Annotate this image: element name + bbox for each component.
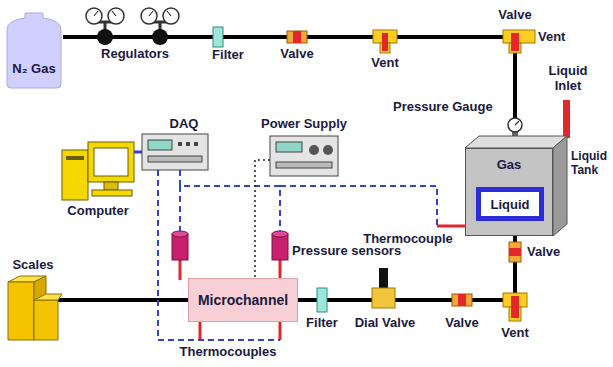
component-label: DAQ [170,117,199,132]
tank-side-face [553,136,567,236]
pipe-connector [63,37,515,148]
vent-symbol [503,293,527,321]
regulator-symbol [86,8,124,45]
component-label: Valve [498,8,531,23]
component-label: Valve [445,316,478,331]
tank-top-face [465,136,567,148]
component-label: Dial Valve [355,316,416,331]
daq-illustration [142,134,208,170]
power-supply-illustration [270,136,338,176]
component-label: Filter [306,316,338,331]
signal-wire [158,170,437,340]
liquid-region: Liquid [476,187,544,221]
valve-symbol [287,31,307,43]
cylinder-outline [5,10,63,90]
scales-illustration [8,276,62,340]
node-text: Liquid [491,197,530,212]
component-label: Scales [12,258,53,273]
thermocouple-wire [279,320,282,340]
pressure-gauge-symbol [508,118,522,138]
component-label: Thermocouples [180,345,277,360]
component-label: Vent [538,30,565,45]
dial-valve-symbol [372,268,395,308]
valve-symbol [509,242,521,262]
pressure-sensor-symbol [272,231,288,280]
component-label: Liquid Inlet [543,64,593,94]
valve-symbol [452,294,472,306]
node-text: Microchannel [198,292,288,308]
component-label: Pressure Gauge [393,100,493,115]
component-label: Pressure sensors [292,244,401,259]
component-label: Vent [371,56,398,71]
microchannel-box: Microchannel [188,278,298,322]
liquid-inlet-pipe [563,100,570,138]
filter-symbol [317,288,327,312]
node-text: Gas [497,157,522,172]
component-label: Valve [280,47,313,62]
thermocouple-wire [199,320,202,340]
vent-symbol [373,30,397,53]
gas-cylinder: N₂ Gas [5,10,63,90]
pressure-sensor-symbol [172,231,188,280]
pipe [58,298,190,302]
component-label: Vent [501,326,528,341]
component-label: Regulators [101,47,169,62]
filter-symbol [213,27,223,47]
node-text: N₂ Gas [12,61,55,76]
data-cable [134,151,142,154]
component-label: Valve [527,245,560,260]
component-label: Filter [212,48,244,63]
power-wire [255,160,270,278]
computer-illustration [62,142,134,200]
regulator-symbol [141,8,179,45]
component-label: Liquid Tank [571,150,613,178]
vent-valve-symbol [503,30,535,53]
component-label: Computer [67,204,128,219]
component-label: Power Supply [261,117,347,132]
liquid-tank: GasLiquid [465,148,553,236]
